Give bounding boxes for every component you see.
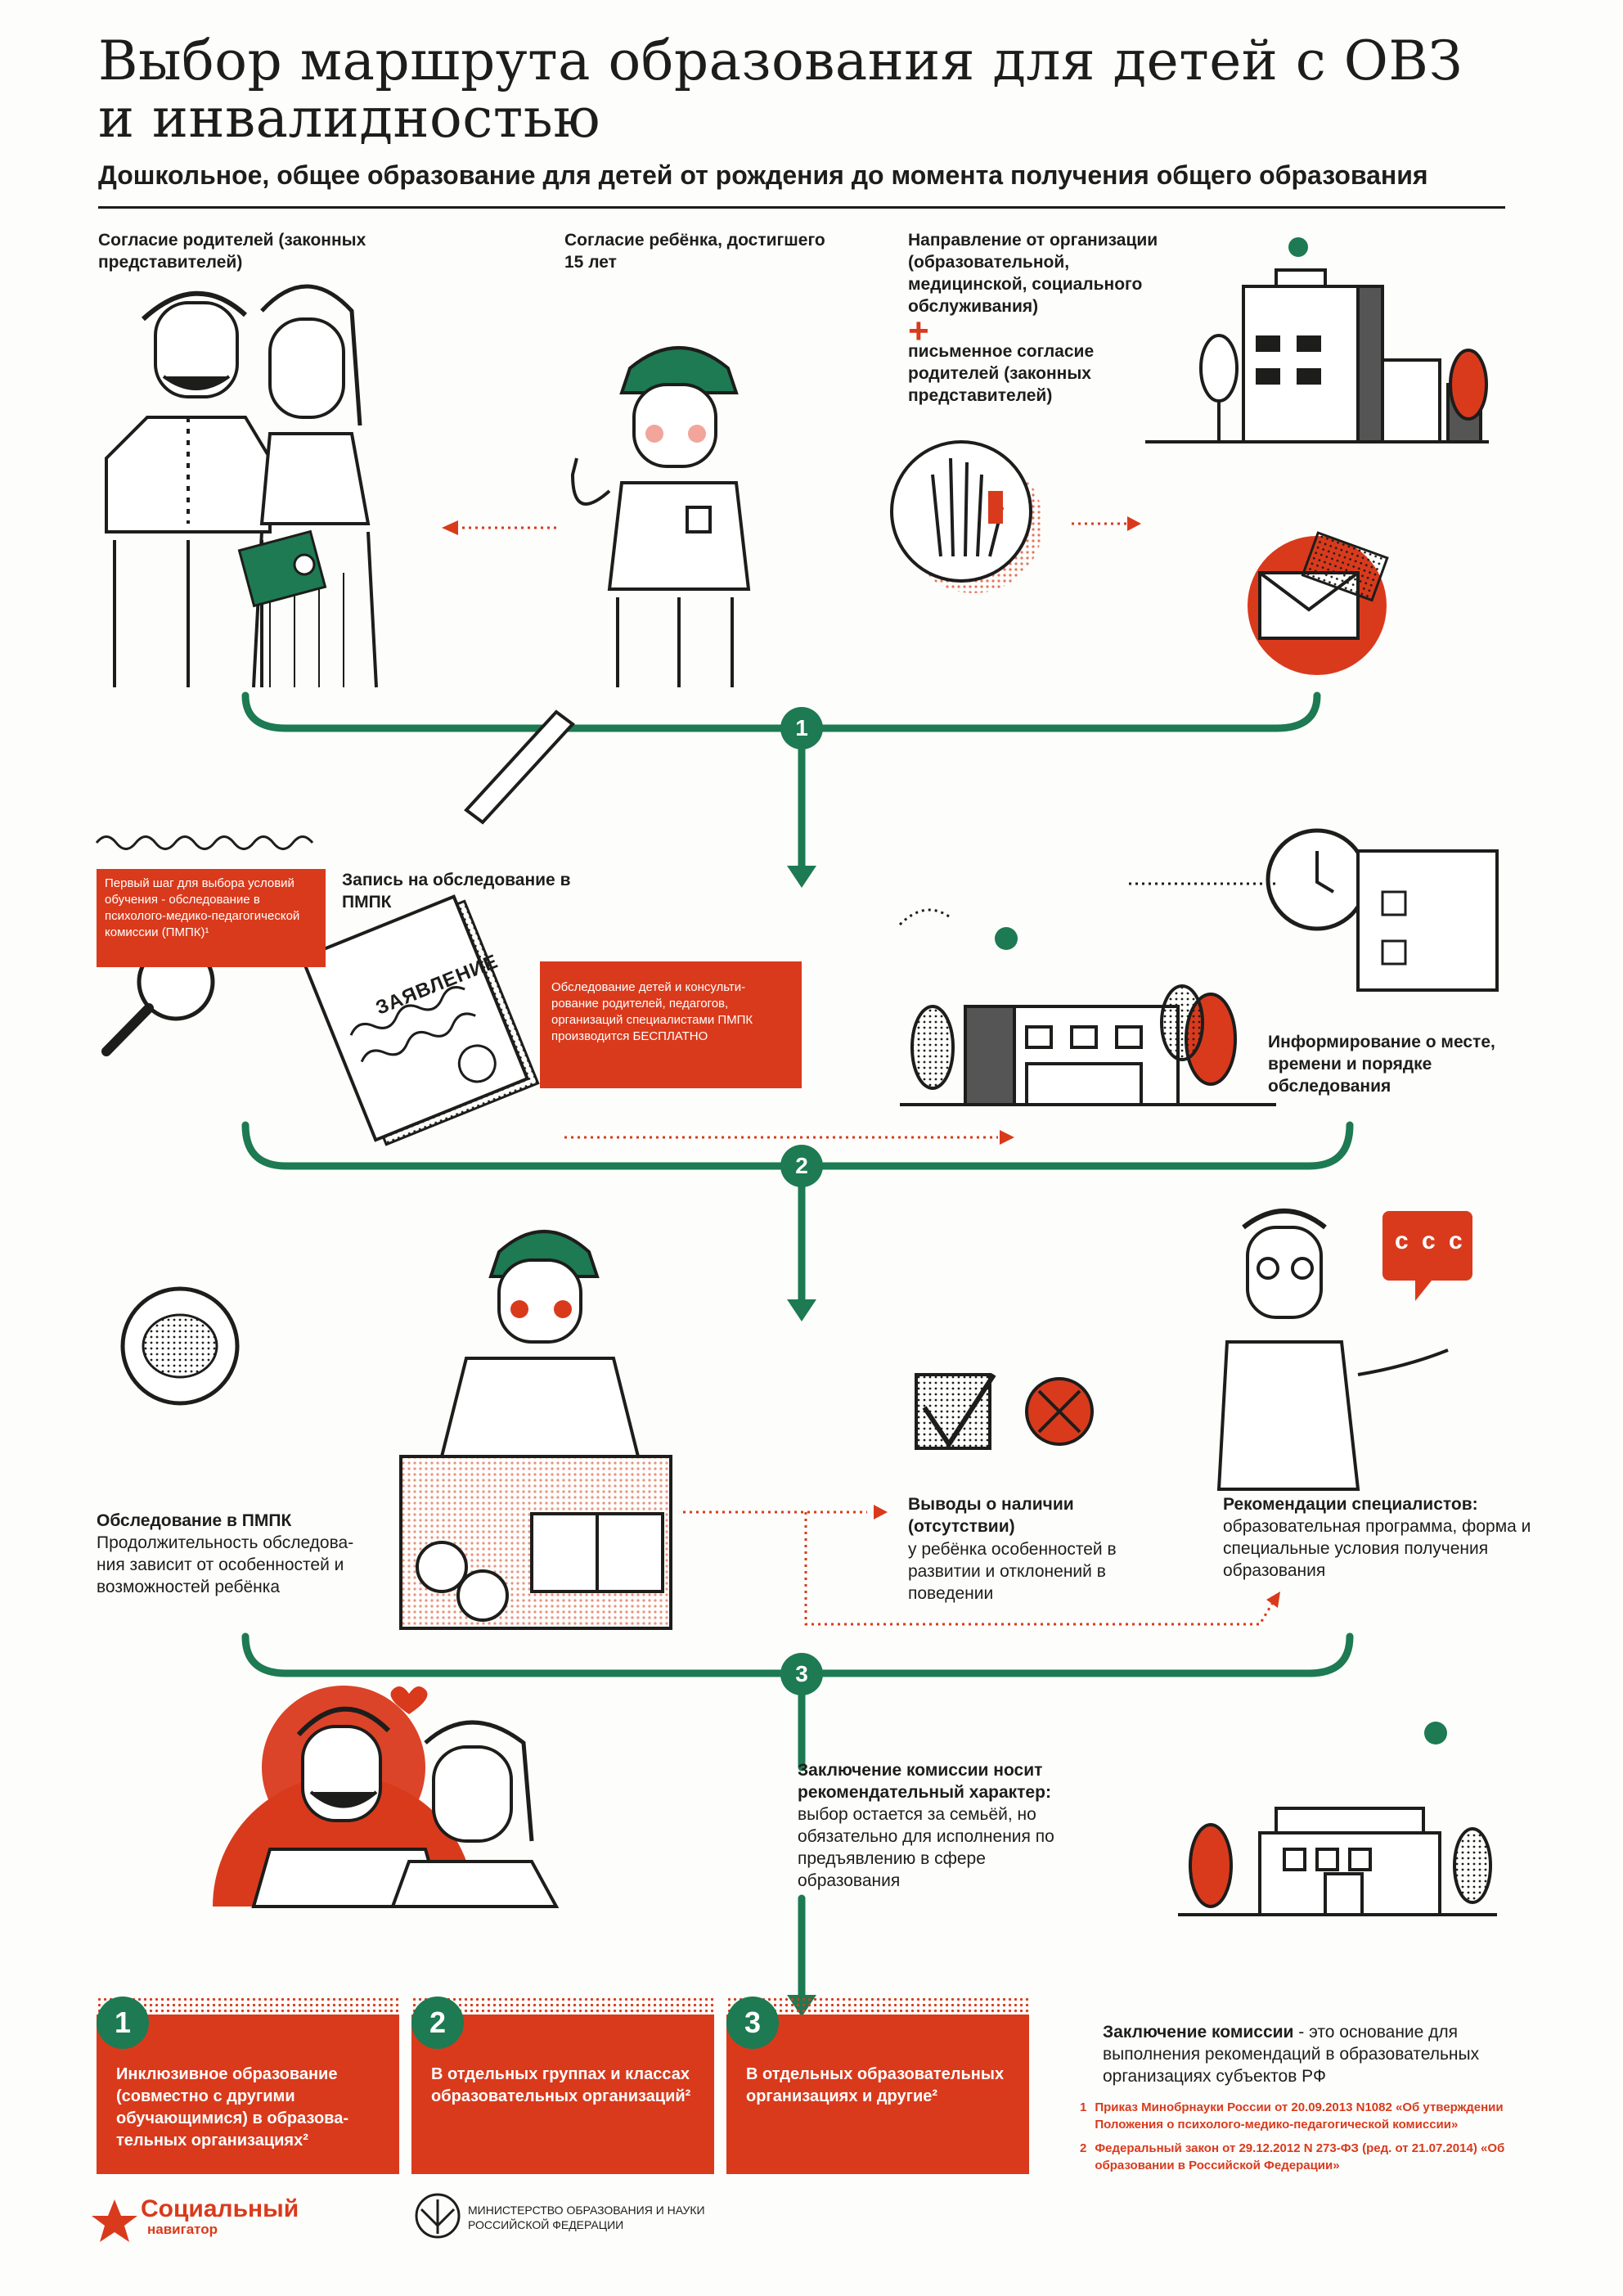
card-dots-3	[726, 1997, 1029, 2015]
footnote-2: 2 Федеральный закон от 29.12.2012 N 273-…	[1080, 2140, 1522, 2174]
org-referral-label: Направление от организации (образователь…	[908, 231, 1158, 316]
social-navigator-logo-icon	[92, 2199, 137, 2242]
organization-building-icon	[1145, 237, 1489, 443]
heart-icon	[390, 1686, 428, 1714]
option-number-2: 2	[411, 1997, 464, 2049]
first-step-note: Первый шаг для выбора условий обучения -…	[97, 869, 326, 967]
basis-note: Заключение комиссии - это основание для …	[1103, 2021, 1528, 2087]
child-at-desk-illustration	[399, 1230, 672, 1630]
arrow-down-1	[787, 866, 816, 888]
parents-illustration	[105, 284, 378, 688]
recommend-text: образовательная программа, форма и специ…	[1223, 1517, 1531, 1580]
plus-sign: +	[908, 311, 929, 351]
conclusions-text: у ребёнка особенностей в развитии и откл…	[908, 1540, 1117, 1603]
basis-bold: Заключение комиссии	[1103, 2023, 1294, 2042]
conclusions-title: Выводы о наличии (отсутствии)	[908, 1495, 1074, 1536]
footnote-num-2: 2	[1080, 2141, 1087, 2155]
step-badge-2: 2	[780, 1145, 823, 1187]
child-illustration	[570, 346, 751, 687]
social-navigator-logo: Социальный навигатор	[141, 2197, 299, 2238]
speech-bubble-text: с с с	[1395, 1227, 1466, 1254]
option-text-2: В отдельных группах и классах образовате…	[431, 2065, 691, 2105]
specialist-illustration	[1216, 1209, 1472, 1491]
arrow-down-2	[787, 1299, 816, 1321]
option-text-3: В отдельных образовательных организациях…	[746, 2065, 1005, 2105]
logo-social: Социальный	[141, 2195, 299, 2222]
hand-stop-icon	[890, 440, 1032, 583]
application-document-icon	[299, 894, 540, 1146]
pmpk-building-icon	[900, 984, 1276, 1106]
school-house-icon	[1178, 1807, 1497, 1916]
conclusion-title: Заключение комиссии носит рекомендательн…	[798, 1761, 1051, 1802]
free-exam-note: Обследование детей и консульти-рование р…	[540, 961, 802, 1088]
option-text-1: Инклюзивное образование (совместно с дру…	[116, 2065, 348, 2150]
ministry-logo-text: МИНИСТЕРСТВО ОБРАЗОВАНИЯ И НАУКИ РОССИЙС…	[468, 2204, 705, 2231]
russia-emblem-icon	[415, 2193, 461, 2239]
step-badge-1: 1	[780, 707, 823, 750]
card-dots-1	[97, 1997, 399, 2015]
option-card-3: В отдельных образовательных организациях…	[726, 2015, 1029, 2174]
page-title: Выбор маршрута образования для детей с О…	[98, 29, 1463, 150]
speech-bubble-icon	[1382, 1211, 1472, 1281]
written-consent-label: письменное согласие родителей (законных …	[908, 342, 1095, 405]
option-card-1: Инклюзивное образование (совместно с дру…	[97, 2015, 399, 2174]
option-number-3: 3	[726, 1997, 779, 2049]
exam-title: Обследование в ПМПК	[97, 1511, 292, 1530]
parents-consent-label: Согласие родителей (законных представите…	[98, 231, 366, 272]
recommend-title: Рекомендации специалистов:	[1223, 1495, 1478, 1514]
footnote-num-1: 1	[1080, 2100, 1087, 2114]
option-number-1: 1	[97, 1997, 149, 2049]
page-subtitle: Дошкольное, общее образование для детей …	[98, 160, 1428, 190]
step-badge-3: 3	[780, 1653, 823, 1695]
pen-icon	[464, 709, 575, 825]
option-card-2: В отдельных группах и классах образовате…	[411, 2015, 714, 2174]
card-dots-2	[411, 1997, 714, 2015]
registration-label: Запись на обследование в ПМПК	[342, 871, 571, 912]
family-illustration	[251, 1706, 560, 1908]
basis-text: - это основание для выполнения рекоменда…	[1103, 2023, 1480, 2086]
footnote-text-2: Федеральный закон от 29.12.2012 N 273-ФЗ…	[1095, 2141, 1505, 2172]
child-consent-label: Согласие ребёнка, достигшего 15 лет	[564, 231, 825, 272]
informing-label: Информирование о месте, времени и порядк…	[1268, 1033, 1495, 1096]
footnote-text-1: Приказ Минобрнауки России от 20.09.2013 …	[1095, 2100, 1504, 2132]
footnote-1: 1 Приказ Минобрнауки России от 20.09.201…	[1080, 2099, 1522, 2133]
conclusion-text: выбор остается за семьёй, но обязательно…	[798, 1805, 1054, 1890]
header-divider	[98, 206, 1505, 209]
logo-navigator: навигатор	[147, 2222, 218, 2237]
exam-text: Продолжительность обследова-ния зависит …	[97, 1533, 354, 1596]
